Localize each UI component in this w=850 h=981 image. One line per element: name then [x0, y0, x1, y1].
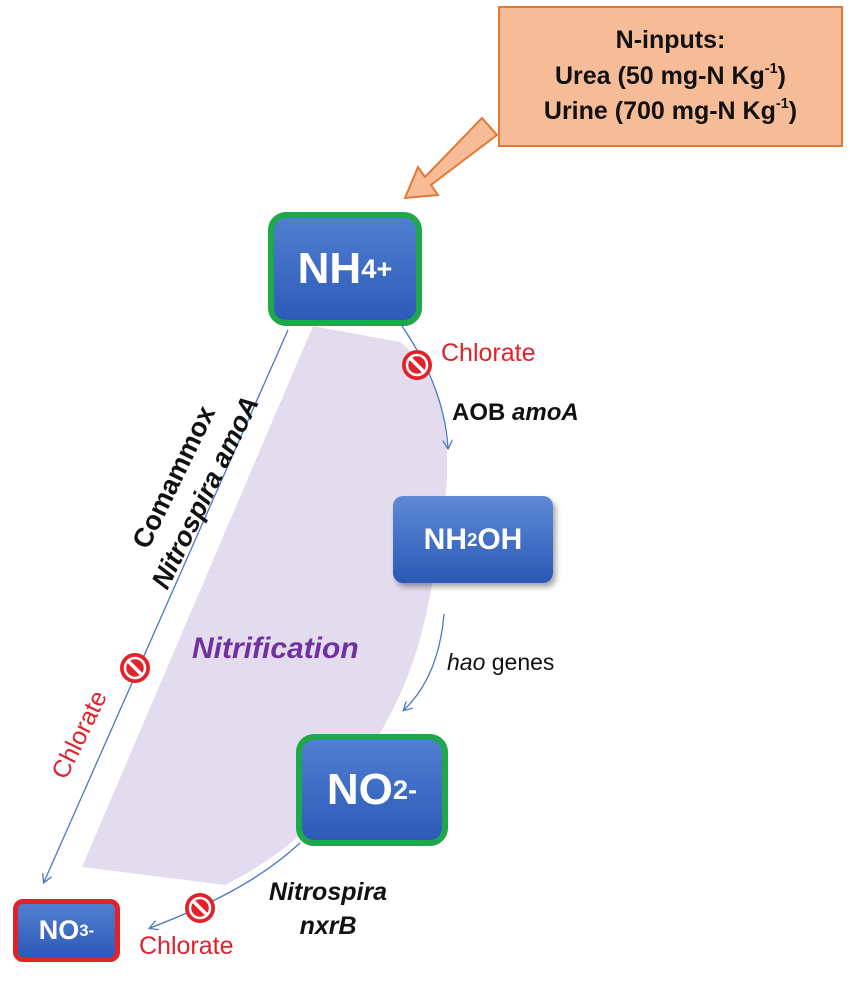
n-inputs-heading: N-inputs: [615, 26, 726, 55]
nitrospira-nxrb-label: Nitrospira nxrB [269, 878, 388, 940]
no-sign-nxrb-icon [183, 891, 217, 925]
hao-genes-label: hao genes [447, 649, 555, 675]
hao-arrow [404, 613, 445, 710]
comammox-arrow [44, 329, 289, 882]
n-inputs-urea: Urea (50 mg-N Kg-1) [555, 60, 786, 90]
n-inputs-box: N-inputs: Urea (50 mg-N Kg-1) Urine (700… [498, 6, 843, 147]
n-inputs-urine: Urine (700 mg-N Kg-1) [543, 96, 798, 126]
nitrification-label: Nitrification [192, 632, 359, 665]
input-arrow [403, 116, 499, 200]
chlorate-label-nxrb: Chlorate [139, 932, 234, 960]
aob-amoa-label: AOB amoA [452, 399, 579, 426]
nxrb-arrow [150, 842, 301, 928]
no-sign-aob-icon [400, 348, 434, 382]
no-sign-comammox-icon [118, 651, 152, 685]
chlorate-label-aob: Chlorate [441, 339, 536, 367]
aob-arrow [401, 325, 448, 448]
